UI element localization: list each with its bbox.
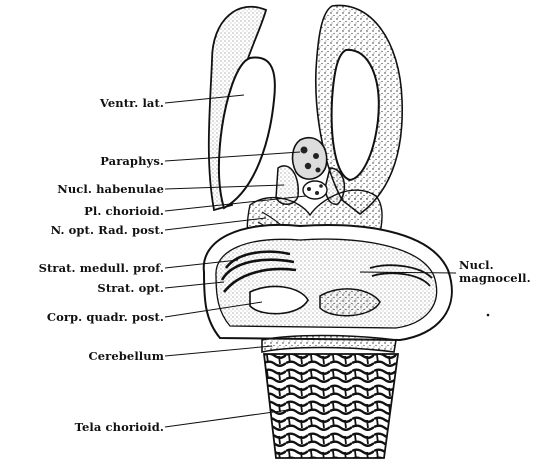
- label-tela-chorioid: Tela chorioid.: [75, 420, 164, 434]
- cerebellum: [262, 336, 396, 353]
- label-pl-chorioid: Pl. chorioid.: [84, 204, 164, 218]
- optic-tectum: [204, 225, 452, 340]
- label-ventr-lat: Ventr. lat.: [100, 96, 164, 110]
- label-cerebellum: Cerebellum: [89, 349, 164, 363]
- label-nucl-magnocell: Nucl. magnocell.: [459, 259, 531, 285]
- label-strat-medull-prof: Strat. medull. prof.: [39, 261, 164, 275]
- paraphysis: [293, 138, 327, 179]
- tela-chorioidea: [264, 354, 398, 458]
- label-corp-quadr-post: Corp. quadr. post.: [47, 310, 164, 324]
- label-n-opt-rad-post: N. opt. Rad. post.: [51, 223, 164, 237]
- left-hemisphere: [209, 7, 275, 210]
- label-strat-opt: Strat. opt.: [97, 281, 164, 295]
- label-nucl-magnocell-line2: magnocell.: [459, 272, 531, 285]
- label-nucl-habenulae: Nucl. habenulae: [57, 182, 164, 196]
- label-paraphys: Paraphys.: [100, 154, 164, 168]
- stray-dot: [487, 314, 490, 317]
